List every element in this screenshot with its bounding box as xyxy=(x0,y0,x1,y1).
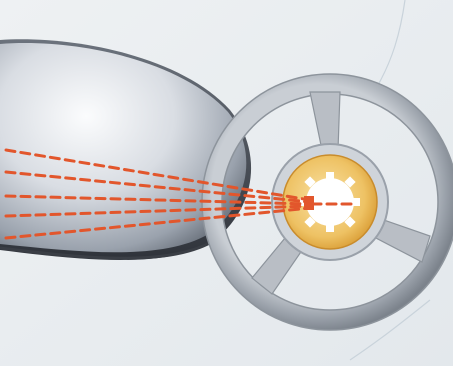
laser-focus-point xyxy=(304,196,314,210)
